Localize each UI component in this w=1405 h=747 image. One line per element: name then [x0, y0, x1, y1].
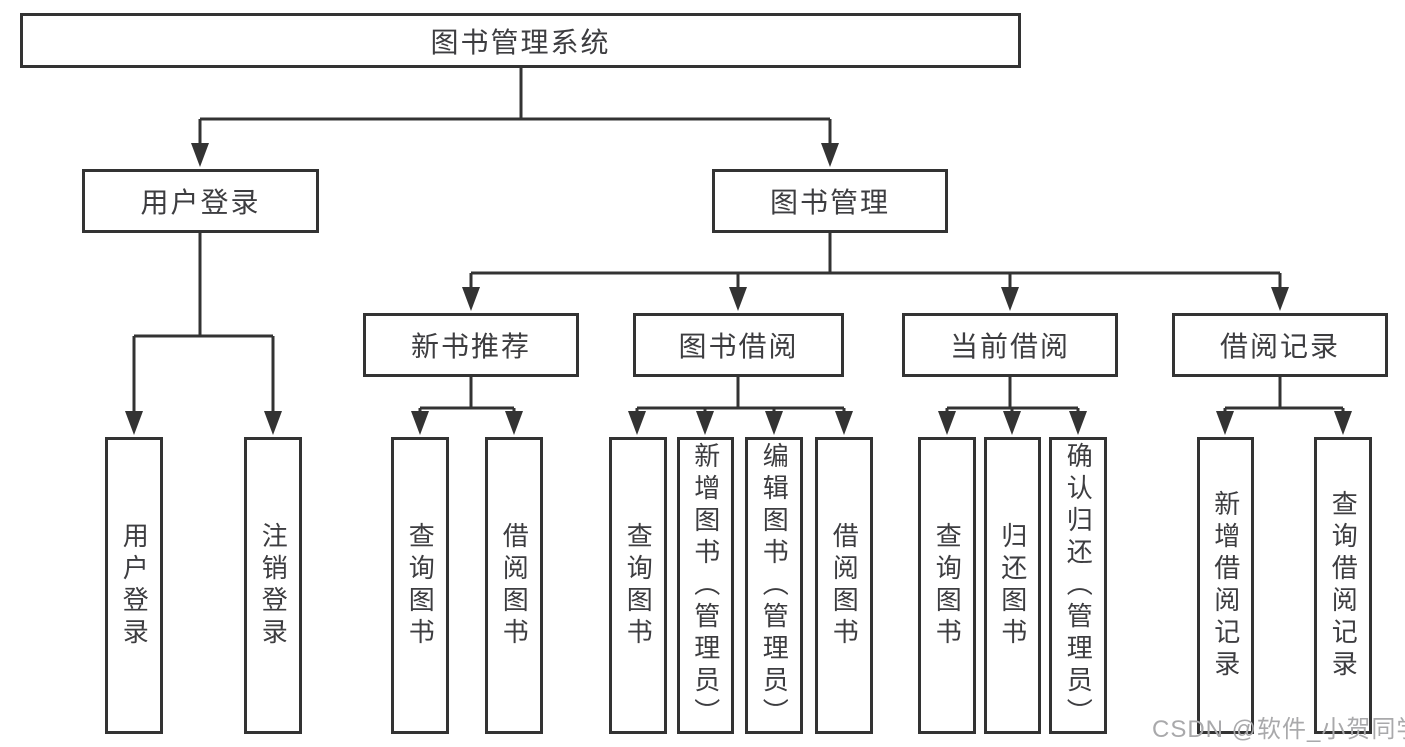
node-label: 新增借阅记录: [1210, 489, 1241, 682]
node-leaf-return-books: 归还图书: [984, 437, 1041, 734]
node-label: 查询图书: [932, 521, 963, 650]
node-label: 注销登录: [258, 521, 289, 650]
node-leaf-borrow-books-recommend: 借阅图书: [485, 437, 543, 734]
node-label: 新书推荐: [410, 331, 531, 362]
node-user-login-branch: 用户登录: [82, 169, 319, 233]
node-label: 确认归还（管理员）: [1063, 441, 1094, 730]
node-book-management: 图书管理: [712, 169, 948, 233]
node-leaf-add-books-admin: 新增图书（管理员）: [677, 437, 734, 734]
node-current-borrowing: 当前借阅: [902, 313, 1118, 377]
node-label: 借阅记录: [1219, 331, 1340, 362]
edge-lines: [132, 68, 1345, 412]
node-label: 图书管理系统: [430, 26, 611, 58]
node-leaf-edit-books-admin: 编辑图书（管理员）: [745, 437, 803, 734]
node-leaf-query-books-recommend: 查询图书: [391, 437, 449, 734]
node-leaf-query-books-current: 查询图书: [918, 437, 976, 734]
node-leaf-borrow-books: 借阅图书: [815, 437, 873, 734]
node-borrowing-records: 借阅记录: [1172, 313, 1388, 377]
node-label: 当前借阅: [949, 331, 1070, 362]
node-label: 图书管理: [769, 187, 890, 218]
node-label: 查询借阅记录: [1328, 489, 1359, 682]
node-label: 编辑图书（管理员）: [759, 441, 790, 730]
node-book-borrowing: 图书借阅: [633, 313, 844, 377]
node-label: 用户登录: [119, 521, 150, 650]
node-label: 借阅图书: [829, 521, 860, 650]
node-leaf-logout: 注销登录: [244, 437, 302, 734]
node-new-book-recommend: 新书推荐: [363, 313, 579, 377]
node-library-management-system: 图书管理系统: [20, 13, 1021, 68]
node-leaf-user-login: 用户登录: [105, 437, 163, 734]
node-leaf-query-borrow-record: 查询借阅记录: [1314, 437, 1372, 734]
node-label: 新增图书（管理员）: [690, 441, 721, 730]
node-label: 查询图书: [623, 521, 654, 650]
node-leaf-confirm-return-admin: 确认归还（管理员）: [1049, 437, 1107, 734]
node-leaf-query-books-borrowing: 查询图书: [609, 437, 667, 734]
arrowheads: [125, 143, 1352, 435]
node-label: 归还图书: [997, 521, 1028, 650]
node-label: 图书借阅: [678, 331, 799, 362]
node-label: 用户登录: [140, 187, 261, 218]
node-leaf-add-borrow-record: 新增借阅记录: [1197, 437, 1254, 734]
node-label: 借阅图书: [499, 521, 530, 650]
node-label: 查询图书: [405, 521, 436, 650]
